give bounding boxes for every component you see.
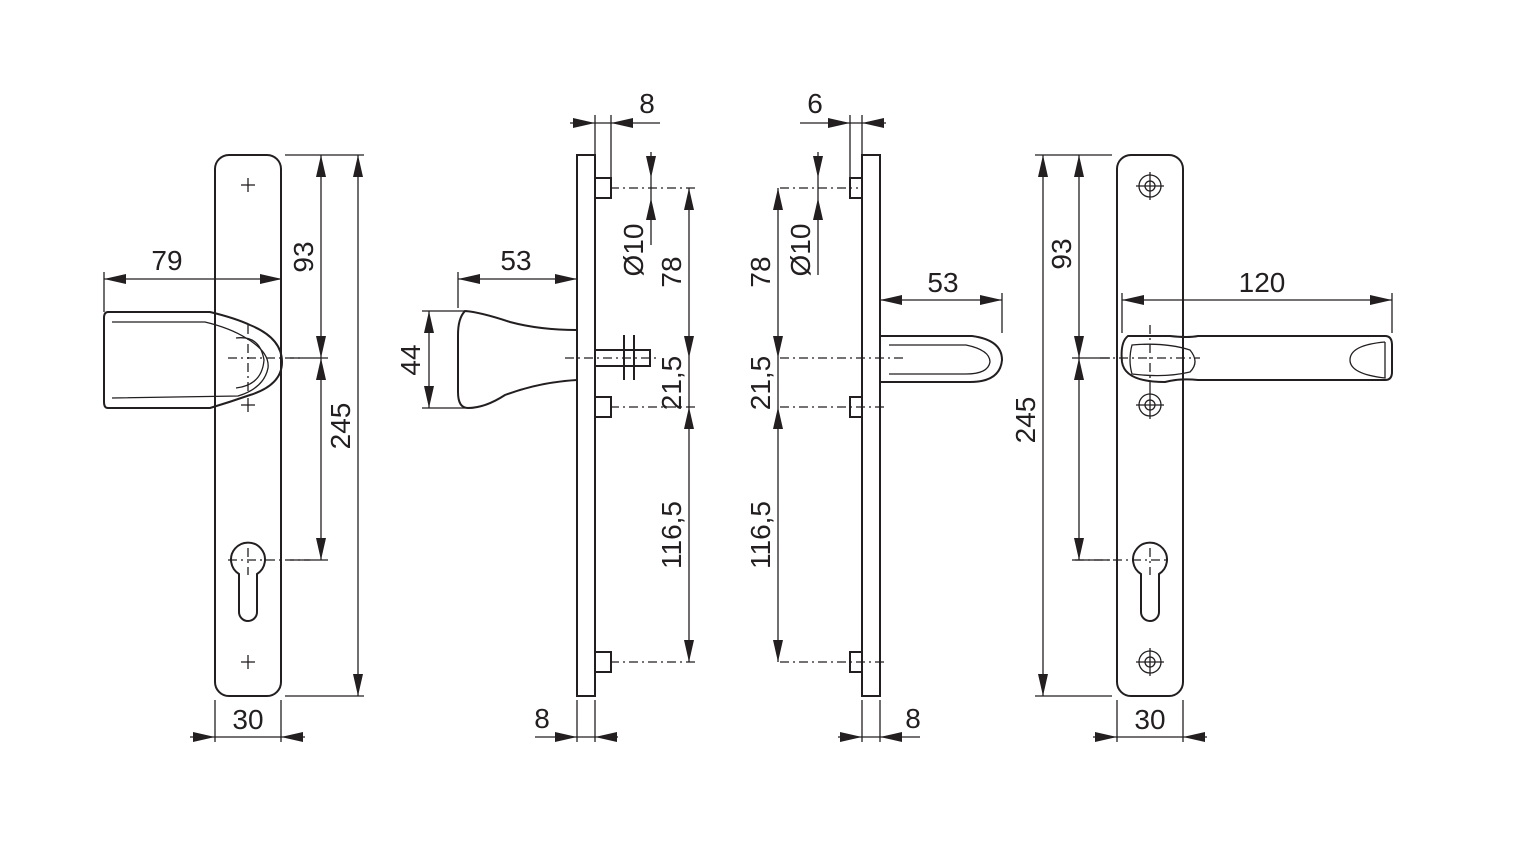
cylinder-cutout [1132, 541, 1168, 622]
dim-top-to-spindle: 93 [288, 241, 319, 272]
dim-pin-diameter: Ø10 [618, 224, 649, 277]
dim-top-to-spindle: 93 [1046, 238, 1077, 269]
inside-side-view: 8 53 44 Ø10 78 21,5 116,5 [395, 88, 696, 742]
dim-pin-offset: 6 [807, 88, 823, 119]
screw-cross-middle [240, 397, 256, 413]
dim-top-pin-to-spindle: 78 [745, 256, 776, 287]
screw-top-icon [1136, 172, 1164, 200]
backplate-side [861, 154, 881, 697]
screw-bottom-icon [1136, 648, 1164, 676]
dim-total-height: 245 [1010, 397, 1041, 444]
outside-front-view: 120 93 245 30 [1010, 154, 1393, 742]
dim-plate-thickness: 8 [905, 703, 921, 734]
dim-pin-diameter: Ø10 [785, 224, 816, 277]
backplate [214, 154, 282, 697]
outside-side-view: 6 Ø10 78 21,5 116,5 53 8 [745, 88, 1004, 742]
lever-handle [1120, 335, 1393, 384]
dim-pin-to-bottom-pin: 116,5 [656, 501, 687, 569]
handle-grip [103, 311, 284, 409]
dim-width: 30 [1134, 704, 1165, 735]
lever-handle-side [880, 335, 1004, 383]
dim-total-height: 245 [325, 403, 356, 450]
dim-spindle-to-pin: 21,5 [656, 356, 687, 411]
dim-top-pin-to-spindle: 78 [656, 256, 687, 287]
screw-middle-icon [1136, 391, 1164, 419]
backplate-side [576, 154, 596, 697]
dim-spindle-to-pin: 21,5 [745, 356, 776, 411]
dim-pin-offset: 8 [639, 88, 655, 119]
dim-plate-thickness: 8 [534, 703, 550, 734]
dim-projection: 79 [151, 245, 182, 276]
screw-cross-top [240, 177, 256, 193]
dim-pin-to-bottom-pin: 116,5 [745, 501, 776, 569]
dim-width: 30 [232, 704, 263, 735]
dim-lever-length: 120 [1239, 267, 1286, 298]
dim-grip-height: 44 [395, 344, 426, 375]
screw-cross-bottom [240, 654, 256, 670]
dim-projection: 53 [927, 267, 958, 298]
inside-front-view: 79 93 245 30 [103, 154, 364, 742]
dim-projection: 53 [500, 245, 531, 276]
handle-grip-side [457, 309, 578, 410]
cylinder-cutout [230, 541, 266, 622]
backplate [1116, 154, 1184, 697]
